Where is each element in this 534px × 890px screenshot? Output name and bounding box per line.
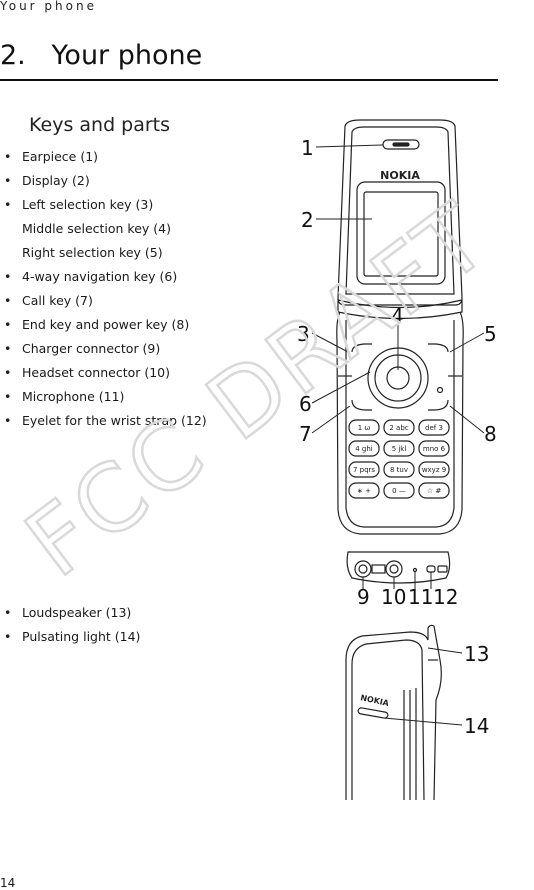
- list-item: Call key (7): [4, 289, 207, 313]
- callout-1: 1: [301, 136, 314, 160]
- page-number: 14: [0, 876, 16, 890]
- chapter-title: 2. Your phone: [0, 40, 202, 71]
- key-4: [348, 440, 380, 457]
- key-6: [418, 440, 450, 457]
- callout-7: 7: [299, 422, 312, 446]
- callout-8: 8: [484, 422, 497, 446]
- running-header: Your phone: [0, 0, 97, 13]
- list-item: Loudspeaker (13): [4, 601, 140, 625]
- pulsating-light: [357, 707, 389, 719]
- parts-list-secondary: Loudspeaker (13)Pulsating light (14): [4, 601, 140, 649]
- callout-5: 5: [484, 322, 497, 346]
- callout-2: 2: [301, 208, 314, 232]
- end-key: [428, 399, 449, 411]
- key-hash-label: ☆ #: [427, 487, 442, 495]
- list-item: Headset connector (10): [4, 361, 207, 385]
- right-selection-key: [428, 343, 449, 353]
- callout-10: 10: [381, 585, 406, 609]
- charger-connector: [354, 560, 372, 578]
- headset-connector: [385, 560, 403, 578]
- chapter-title-text: Your phone: [51, 40, 203, 71]
- callout-3: 3: [297, 322, 310, 346]
- key-3-label: def 3: [425, 424, 443, 432]
- microphone: [412, 567, 418, 573]
- key-0: [383, 482, 415, 499]
- brand-logo: NOKIA: [380, 169, 420, 182]
- key-star-label: ∗ +: [357, 487, 371, 495]
- key-8: [383, 461, 415, 478]
- callout-13: 13: [464, 642, 489, 666]
- left-selection-key: [351, 343, 372, 353]
- key-8-label: 8 tuv: [390, 466, 408, 474]
- callout-14: 14: [464, 714, 489, 738]
- key-5-label: 5 jkl: [392, 445, 407, 453]
- list-item: 4-way navigation key (6): [4, 265, 207, 289]
- list-item: Eyelet for the wrist strap (12): [4, 409, 207, 433]
- key-6-label: mno 6: [423, 445, 446, 453]
- key-star: [348, 482, 380, 499]
- key-9: [418, 461, 450, 478]
- key-0-label: 0 —: [392, 487, 406, 495]
- callout-12: 12: [433, 585, 458, 609]
- key-7-label: 7 pqrs: [353, 466, 375, 474]
- phone-side-view: [345, 624, 442, 801]
- list-item: Middle selection key (4): [22, 221, 171, 236]
- key-1-label: 1 ω: [358, 424, 371, 432]
- list-item: End key and power key (8): [4, 313, 207, 337]
- list-item: Pulsating light (14): [4, 625, 140, 649]
- key-2-label: 2 abc: [389, 424, 408, 432]
- parts-list: Earpiece (1)Display (2)Left selection ke…: [4, 145, 207, 433]
- middle-selection-key: [386, 366, 410, 390]
- key-9-label: wxyz 9: [422, 466, 446, 474]
- brand-logo-side: NOKIA: [360, 693, 391, 708]
- callout-4: 4: [391, 304, 404, 328]
- key-4-label: 4 ghi: [355, 445, 373, 453]
- callout-9: 9: [357, 585, 370, 609]
- key-7: [348, 461, 380, 478]
- key-5: [383, 440, 415, 457]
- hinge: [337, 299, 463, 320]
- earpiece: [382, 139, 420, 150]
- title-rule: [0, 79, 498, 81]
- list-item: Left selection key (3): [4, 193, 207, 217]
- key-1: [348, 419, 380, 436]
- list-item: Charger connector (9): [4, 337, 207, 361]
- list-item: Right selection key (5): [22, 245, 163, 260]
- phone-bottom-view: [346, 551, 451, 584]
- key-hash: [418, 482, 450, 499]
- call-key: [351, 399, 372, 411]
- display: [363, 191, 439, 277]
- phone-flip-outline: [337, 119, 463, 306]
- display-frame: [356, 181, 446, 285]
- list-item: Display (2): [4, 169, 207, 193]
- callout-11: 11: [408, 585, 433, 609]
- chapter-number: 2.: [0, 40, 26, 71]
- callout-6: 6: [299, 392, 312, 416]
- key-3: [418, 419, 450, 436]
- list-item: Earpiece (1): [4, 145, 207, 169]
- phone-body: [336, 311, 464, 535]
- phone-flip-inner: [345, 126, 455, 295]
- list-item: Microphone (11): [4, 385, 207, 409]
- wrist-strap-eyelet: [426, 565, 436, 573]
- section-title: Keys and parts: [29, 114, 171, 136]
- key-2: [383, 419, 415, 436]
